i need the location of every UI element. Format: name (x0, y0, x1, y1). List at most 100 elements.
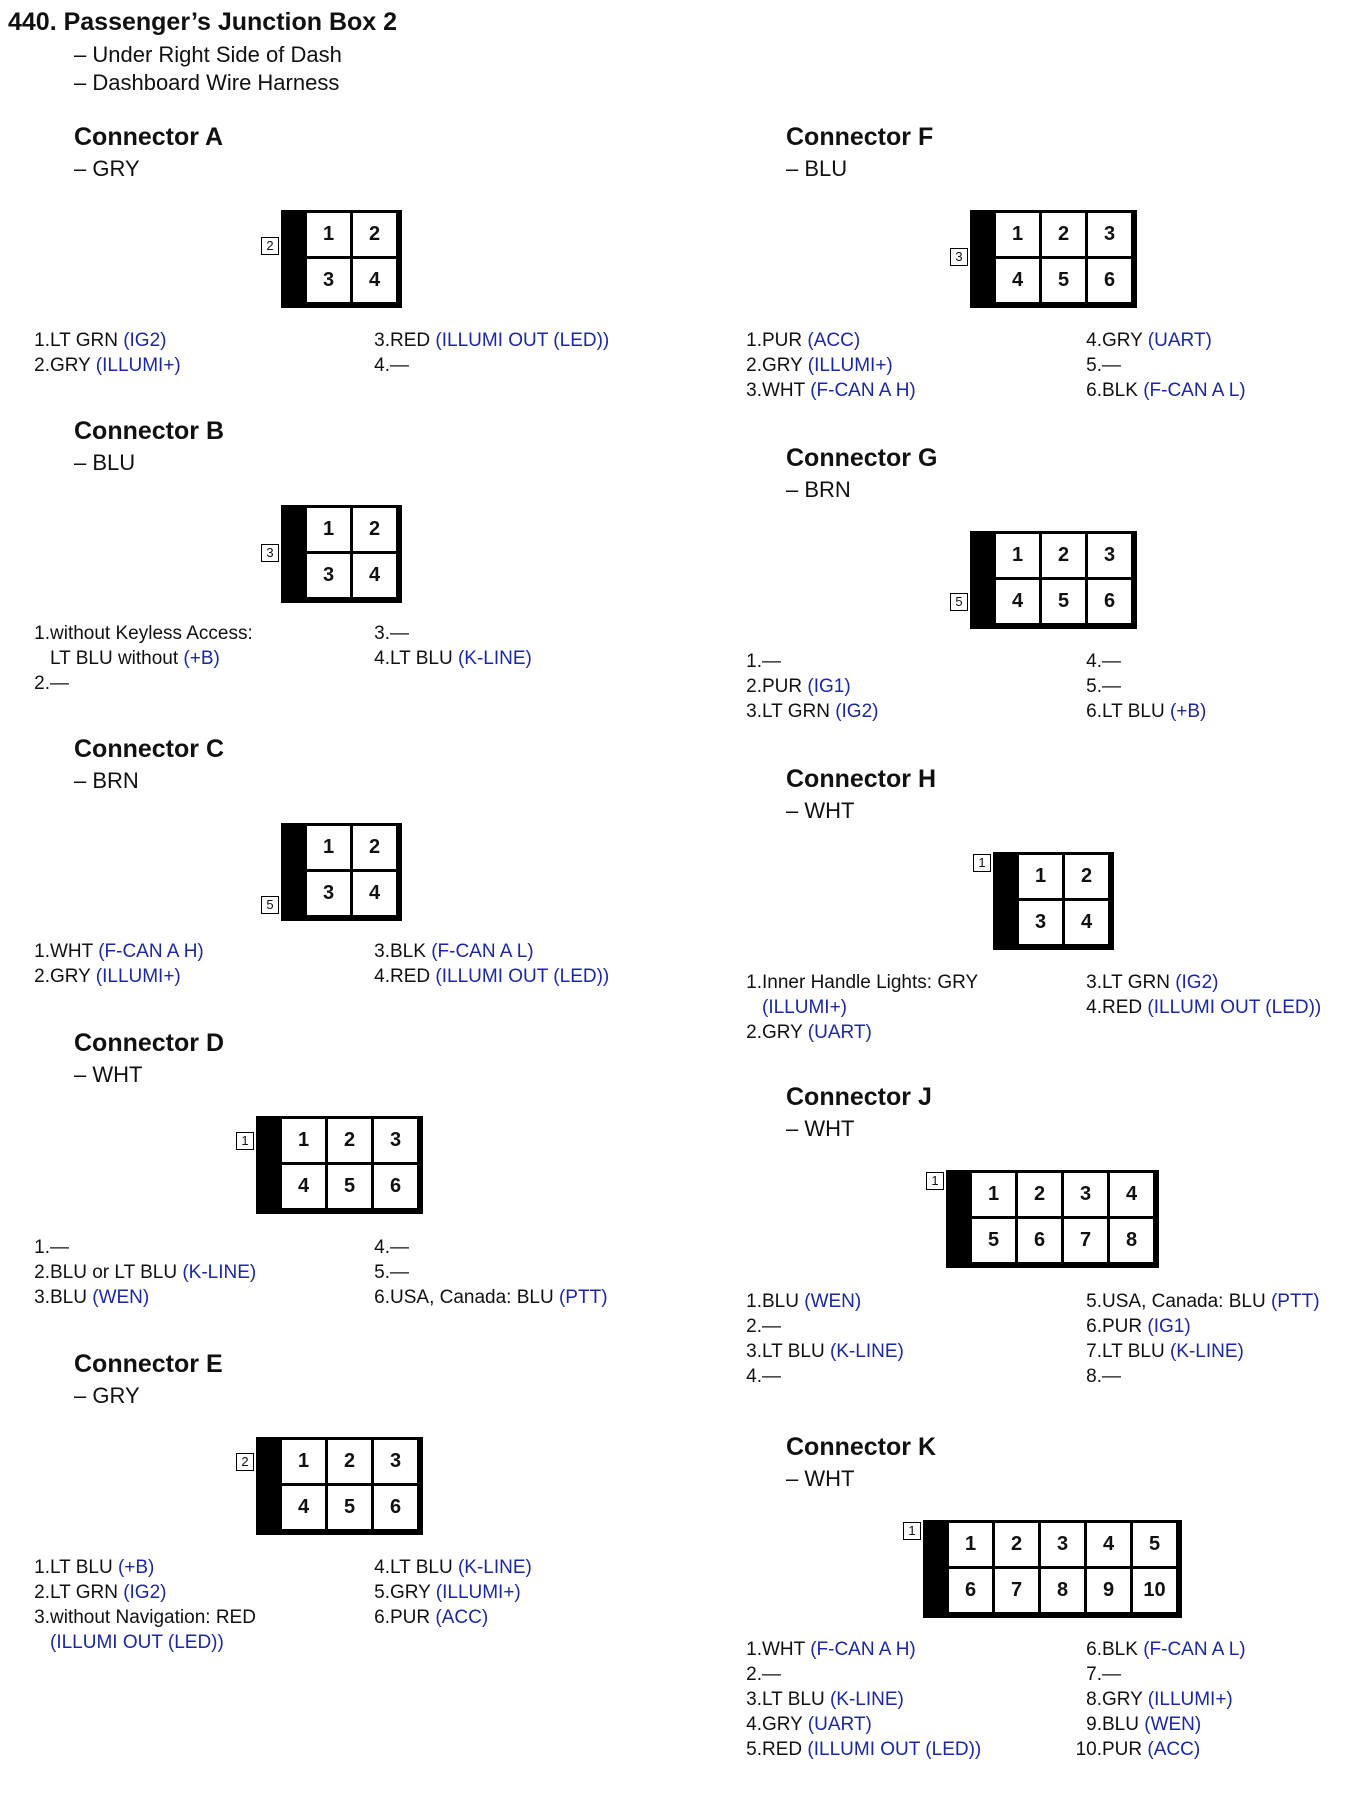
wire-color: BLK (390, 941, 432, 962)
pin-number: 1. (746, 972, 762, 993)
pin-number: 6. (1086, 1316, 1102, 1337)
pin-cell: 6 (949, 1569, 992, 1612)
wire-color: BLK (1102, 1639, 1144, 1660)
circuit-function: (F-CAN A H) (98, 941, 204, 962)
connector-color: – WHT (786, 1466, 855, 1491)
pin-number: 9. (1086, 1714, 1102, 1735)
wire-color: WHT (50, 941, 99, 962)
pin-cell: 4 (996, 259, 1039, 302)
pin-text: LT BLU (K-LINE) (762, 1339, 904, 1364)
pin-text: — (390, 621, 409, 646)
pin-cell: 4 (353, 554, 396, 597)
circuit-function: (F-CAN A L) (431, 941, 534, 962)
wire-color: without Navigation: RED (50, 1607, 256, 1628)
circuit-function: (ACC) (435, 1607, 489, 1628)
pin-cell: 1 (307, 826, 350, 869)
pin-cell: 5 (1042, 259, 1085, 302)
wire-color: — (390, 355, 409, 376)
wire-color: BLU (50, 1287, 93, 1308)
wire-color: USA, Canada: BLU (390, 1287, 559, 1308)
pin-number: 2. (34, 1262, 50, 1283)
pin-text: — (762, 649, 781, 674)
pin-text: — (390, 1235, 409, 1260)
pin-text: PUR (IG1) (762, 674, 851, 699)
pin-text: PUR (IG1) (1102, 1314, 1191, 1339)
pin-number: 2. (34, 355, 50, 376)
wire-color: RED (762, 1739, 808, 1760)
pin-text: BLU (WEN) (762, 1289, 861, 1314)
pin-number: 5. (1086, 1291, 1102, 1312)
pin-number: 7. (1086, 1664, 1102, 1685)
connector-color: – GRY (74, 1383, 140, 1408)
pin-cell: 5 (328, 1486, 371, 1529)
connector-tag: 1 (973, 854, 991, 872)
pin-text: without Navigation: RED (ILLUMI OUT (LED… (50, 1605, 256, 1655)
wire-color: GRY (50, 355, 96, 376)
circuit-function: (ILLUMI OUT (LED)) (435, 966, 610, 987)
pin-number: 1. (34, 941, 50, 962)
wire-color: — (1102, 1664, 1121, 1685)
pin-cell: 1 (1019, 855, 1062, 898)
pin-cell: 2 (1065, 855, 1108, 898)
connector-tag: 3 (950, 248, 968, 266)
pin-text: — (1102, 1364, 1121, 1389)
wire-color: — (390, 623, 409, 644)
pin-cell: 2 (328, 1440, 371, 1483)
connector-color: – GRY (74, 156, 140, 181)
pin-cell: 1 (949, 1523, 992, 1566)
pin-number: 4. (374, 1557, 390, 1578)
pin-cell: 3 (1019, 901, 1062, 944)
wire-color: LT BLU (390, 648, 458, 669)
connector-name: Connector F (786, 123, 934, 151)
pin-cell: 5 (972, 1219, 1015, 1262)
pin-text: USA, Canada: BLU (PTT) (1102, 1289, 1320, 1314)
pin-text: WHT (F-CAN A H) (762, 1637, 916, 1662)
pin-cell: 3 (1088, 213, 1131, 256)
pin-number: 4. (374, 1237, 390, 1258)
pin-number: 1. (34, 330, 50, 351)
pin-cell: 1 (307, 508, 350, 551)
circuit-function: (K-LINE) (457, 648, 532, 669)
connector-name: Connector H (786, 765, 936, 793)
pin-text: LT BLU (K-LINE) (762, 1687, 904, 1712)
circuit-function: (IG1) (807, 676, 851, 697)
circuit-function: (IG1) (1147, 1316, 1191, 1337)
pin-number: 4. (746, 1366, 762, 1387)
connector-tag: 5 (950, 593, 968, 611)
wire-color: LT BLU (762, 1689, 830, 1710)
wire-color: — (762, 1316, 781, 1337)
connector-tag: 1 (903, 1522, 921, 1540)
pin-number: 3. (746, 1689, 762, 1710)
pin-number: 1. (746, 1291, 762, 1312)
pin-cell: 2 (353, 826, 396, 869)
connector-name: Connector B (74, 417, 224, 445)
pin-text: LT GRN (IG2) (50, 328, 166, 353)
pin-cell: 1 (996, 534, 1039, 577)
connector-name: Connector C (74, 735, 224, 763)
circuit-function: (WEN) (92, 1287, 150, 1308)
pin-number: 4. (1086, 997, 1102, 1018)
wire-color: LT GRN (50, 1582, 124, 1603)
wire-color: — (1102, 1366, 1121, 1387)
pin-text: PUR (ACC) (1102, 1737, 1200, 1762)
wire-color: BLU (762, 1291, 805, 1312)
wire-color: — (762, 1366, 781, 1387)
pin-text: LT BLU (+B) (50, 1555, 154, 1580)
wire-color: LT GRN (1102, 972, 1176, 993)
pin-cell: 4 (353, 872, 396, 915)
circuit-function: (UART) (807, 1022, 872, 1043)
subtitle-harness: – Dashboard Wire Harness (74, 70, 340, 95)
wire-color: LT BLU (762, 1341, 830, 1362)
circuit-function: (ILLUMI OUT (LED)) (807, 1739, 982, 1760)
pin-text: LT GRN (IG2) (50, 1580, 166, 1605)
pin-number: 3. (1086, 972, 1102, 993)
pin-number: 2. (746, 1316, 762, 1337)
pin-cell: 6 (374, 1486, 417, 1529)
pin-text: LT GRN (IG2) (1102, 970, 1218, 995)
circuit-function: (UART) (807, 1714, 872, 1735)
pin-cell: 4 (996, 580, 1039, 623)
pin-text: USA, Canada: BLU (PTT) (390, 1285, 608, 1310)
pin-text: GRY (ILLUMI+) (390, 1580, 521, 1605)
pin-text: LT BLU (K-LINE) (390, 1555, 532, 1580)
pin-text: — (762, 1364, 781, 1389)
